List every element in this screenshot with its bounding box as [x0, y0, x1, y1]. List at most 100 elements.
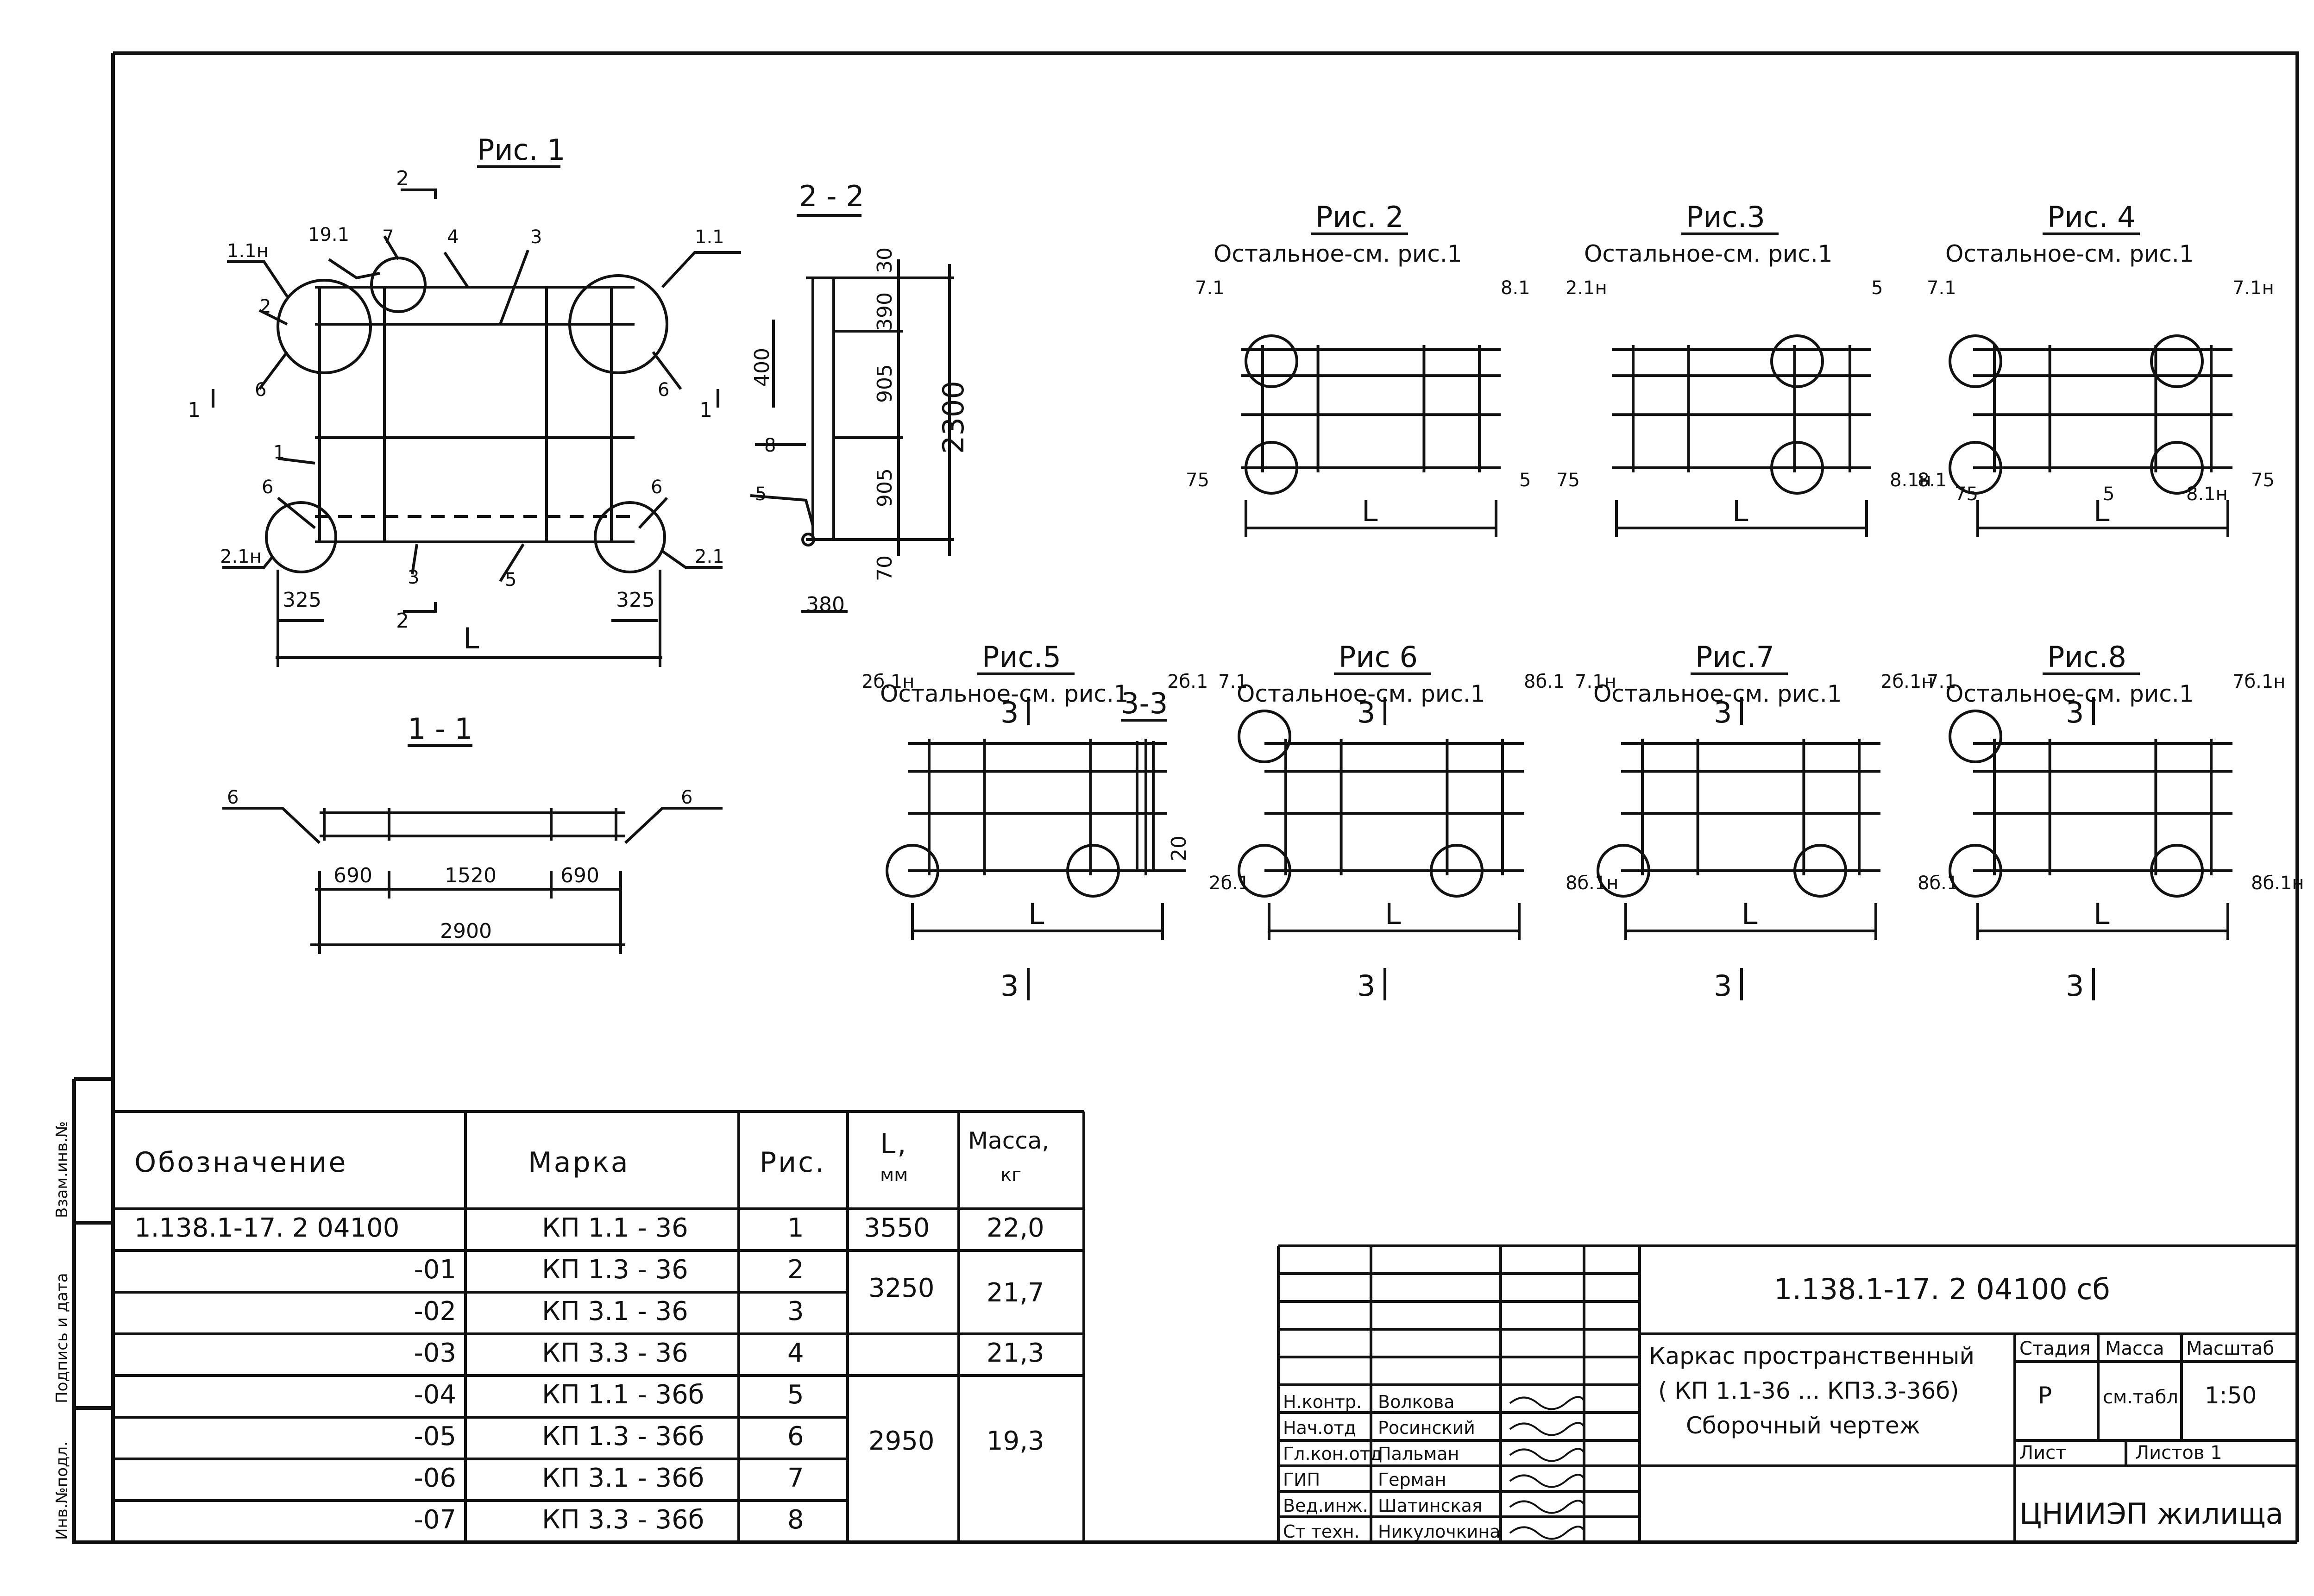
- fig4-label: 8.1: [1918, 470, 1947, 491]
- fig1-leader-label: 6: [651, 477, 662, 498]
- fig3-label: 5: [1871, 277, 1883, 299]
- fig6-label: 2б.1: [1209, 873, 1250, 894]
- spec-fig: 4: [787, 1338, 804, 1368]
- fig1-dim: 325: [616, 588, 655, 612]
- fig1-leader-label: 5: [505, 569, 516, 591]
- spec-fig: 8: [787, 1505, 804, 1535]
- mass-value: см.табл: [2103, 1387, 2178, 1408]
- spec-mark: КП 3.1 - 36б: [542, 1463, 704, 1493]
- fig4-detail-circle: [2150, 334, 2204, 388]
- fig6-cut-mark: 3: [1357, 969, 1375, 1003]
- fig8-label: 8б.1н: [2251, 873, 2304, 894]
- title-person-name: Шатинская: [1378, 1495, 1483, 1516]
- spec-header-mark: Марка: [528, 1146, 630, 1179]
- fig6-label: 8б.1: [1524, 671, 1565, 692]
- fig4-title: Рис. 4: [2047, 200, 2136, 234]
- fig1-side-cut: 1: [188, 398, 201, 422]
- sec22-dim: 905: [873, 364, 897, 403]
- sheet-frame: [72, 51, 2299, 1544]
- spec-fig: 7: [787, 1463, 804, 1493]
- spec-fig: 5: [787, 1380, 804, 1410]
- fig8-detail-circle: [1949, 710, 2002, 763]
- fig1-leader-label: 1.1: [695, 226, 724, 248]
- sec11-dim: 690: [560, 864, 599, 887]
- fig5-cut-mark: 3: [1000, 696, 1019, 729]
- spec-designation: -02: [414, 1296, 456, 1326]
- sec11-dim: 690: [333, 864, 372, 887]
- fig7-cut-mark: 3: [1714, 969, 1732, 1003]
- fig2-label: 75: [1186, 470, 1209, 491]
- spec-designation: -07: [414, 1505, 456, 1535]
- fig4-detail-circle: [1949, 441, 2002, 495]
- stage-head: Стадия: [2019, 1338, 2090, 1359]
- fig3-label: 8.1н: [1890, 470, 1931, 491]
- spec-merged-length: 2950: [868, 1426, 935, 1456]
- section-2-2-labels: 2 - 2 30 390 905 905 70 2300 400 8 5 380: [750, 179, 970, 616]
- fig2-detail-circle: [1245, 441, 1298, 495]
- fig5-detail-circle: [886, 844, 939, 898]
- fig6-detail-circle: [1238, 710, 1291, 763]
- fig2-label: 7.1: [1195, 277, 1225, 299]
- fig1-leader-label: 2.1: [695, 546, 724, 567]
- sec11-total: 2900: [440, 919, 492, 943]
- sec22-label: 8: [764, 435, 776, 456]
- spec-table-text: Обозначение Марка Рис. L, мм Масса, кг 1…: [134, 1127, 1049, 1535]
- fig8-title: Рис.8: [2047, 640, 2126, 674]
- fig7-label: 2б.1н: [1880, 671, 1933, 692]
- sec11-label: 6: [681, 787, 692, 808]
- spec-merged-mass: 21,7: [987, 1278, 1044, 1308]
- fig8-cut-mark: 3: [2066, 969, 2084, 1003]
- spec-mass: 21,3: [987, 1338, 1044, 1368]
- title-person-name: Герман: [1378, 1470, 1446, 1490]
- title-role: Вед.инж.: [1283, 1495, 1368, 1516]
- spec-mark: КП 1.1 - 36: [542, 1213, 688, 1243]
- sec11-dim: 1520: [445, 864, 497, 887]
- fig7-note: Остальное-см. рис.1: [1593, 680, 1842, 707]
- spec-mark: КП 1.3 - 36: [542, 1255, 688, 1285]
- section-1-1-labels: 1 - 1 6 6 690 1520 690 2900: [227, 712, 692, 943]
- section-3-3: 3-320: [1121, 686, 1191, 872]
- doc-code: 1.138.1-17. 2 04100 сб: [1774, 1272, 2110, 1306]
- fig5-detail-circle: [1066, 844, 1120, 898]
- fig3-title: Рис.3: [1686, 200, 1765, 234]
- fig7-detail-circle: [1793, 844, 1847, 898]
- spec-length: 3550: [864, 1213, 930, 1243]
- signature: [1509, 1448, 1585, 1462]
- fig1-leader-label: 6: [262, 477, 273, 498]
- fig6-detail-circle: [1238, 844, 1291, 898]
- fig1-leader-label: 2.1н: [220, 546, 262, 567]
- side-label-signature: Подпись и дата: [53, 1273, 71, 1403]
- sec22-dim: 30: [873, 247, 897, 273]
- fig1-side-cut: 1: [699, 398, 712, 422]
- fig4-label: 5: [2103, 484, 2114, 505]
- scale-value: 1:50: [2205, 1382, 2257, 1409]
- fig7-label: 8б.1н: [1566, 873, 1618, 894]
- spec-header-mass: Масса,: [968, 1127, 1049, 1154]
- title-person-name: Никулочкина: [1378, 1521, 1500, 1542]
- fig6-cut-mark: 3: [1357, 696, 1375, 729]
- fig2-dim: L: [1362, 494, 1378, 528]
- fig8-detail-circle: [2150, 844, 2204, 898]
- fig8-label: 7б.1н: [2232, 671, 2285, 692]
- spec-mass: 22,0: [987, 1213, 1044, 1243]
- sheet-label: Лист: [2019, 1442, 2066, 1464]
- sec11-label: 6: [227, 787, 239, 808]
- fig8-dim: L: [2094, 897, 2110, 931]
- fig4-note: Остальное-см. рис.1: [1945, 240, 2194, 267]
- fig1-leader-label: 6: [658, 379, 669, 401]
- title-block-text: 1.138.1-17. 2 04100 сб Каркас пространст…: [1283, 1272, 2283, 1542]
- fig8-note: Остальное-см. рис.1: [1945, 680, 2194, 707]
- sec33-dim: 20: [1167, 836, 1191, 861]
- fig6-label: 7.1: [1218, 671, 1248, 692]
- fig1-cut-mark: 2: [396, 167, 409, 190]
- fig1-leader-label: 7: [382, 226, 394, 248]
- fig1-leader-label: 4: [447, 226, 459, 248]
- doc-name-line: ( КП 1.1-36 ... КП3.3-36б): [1658, 1377, 1959, 1404]
- organization: ЦНИИЭП жилища: [2019, 1497, 2283, 1531]
- mass-head: Масса: [2105, 1338, 2164, 1359]
- fig5-note: Остальное-см. рис.1: [880, 680, 1129, 707]
